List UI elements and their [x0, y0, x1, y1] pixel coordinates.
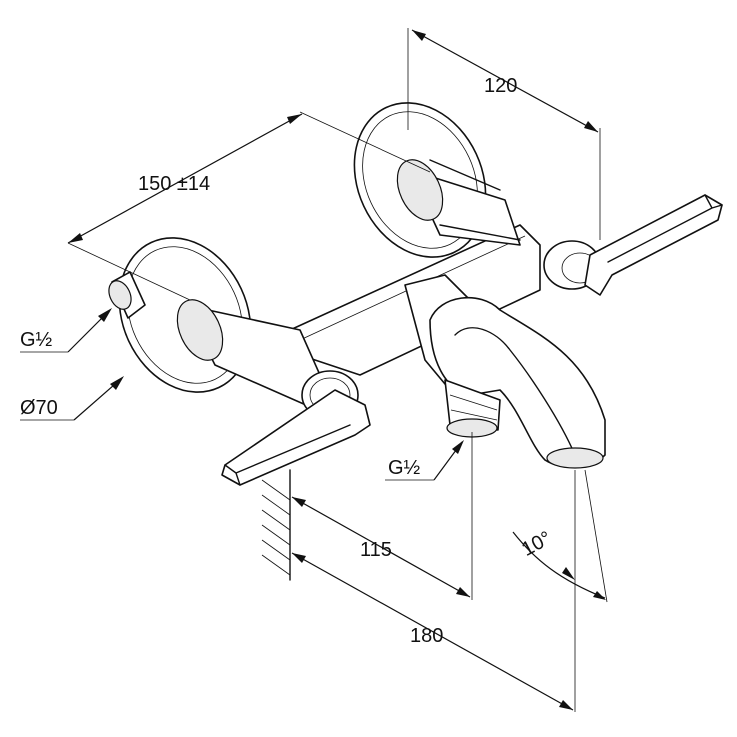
label-outlet-thread: G½	[388, 457, 421, 479]
left-rosette	[108, 237, 341, 421]
label-inlet-thread: G½	[20, 329, 53, 351]
right-lever	[543, 194, 723, 296]
callout-leaders	[20, 308, 464, 481]
label-150: 150 ±14	[138, 173, 210, 195]
dimension-angle-10	[512, 469, 608, 603]
wall-hatching	[261, 469, 291, 581]
label-115: 115	[360, 539, 392, 561]
right-rosette	[353, 102, 521, 258]
dimension-150	[67, 111, 431, 301]
spout	[404, 274, 606, 469]
label-120: 120	[484, 75, 517, 97]
dimension-120	[407, 28, 601, 240]
outlet-connector	[444, 379, 501, 438]
left-lever	[221, 370, 371, 486]
label-180: 180	[410, 625, 443, 647]
label-angle: 10°	[518, 527, 555, 561]
dimension-115	[291, 432, 473, 600]
label-rosette-diameter: Ø70	[20, 397, 58, 419]
dimension-180	[291, 470, 576, 712]
